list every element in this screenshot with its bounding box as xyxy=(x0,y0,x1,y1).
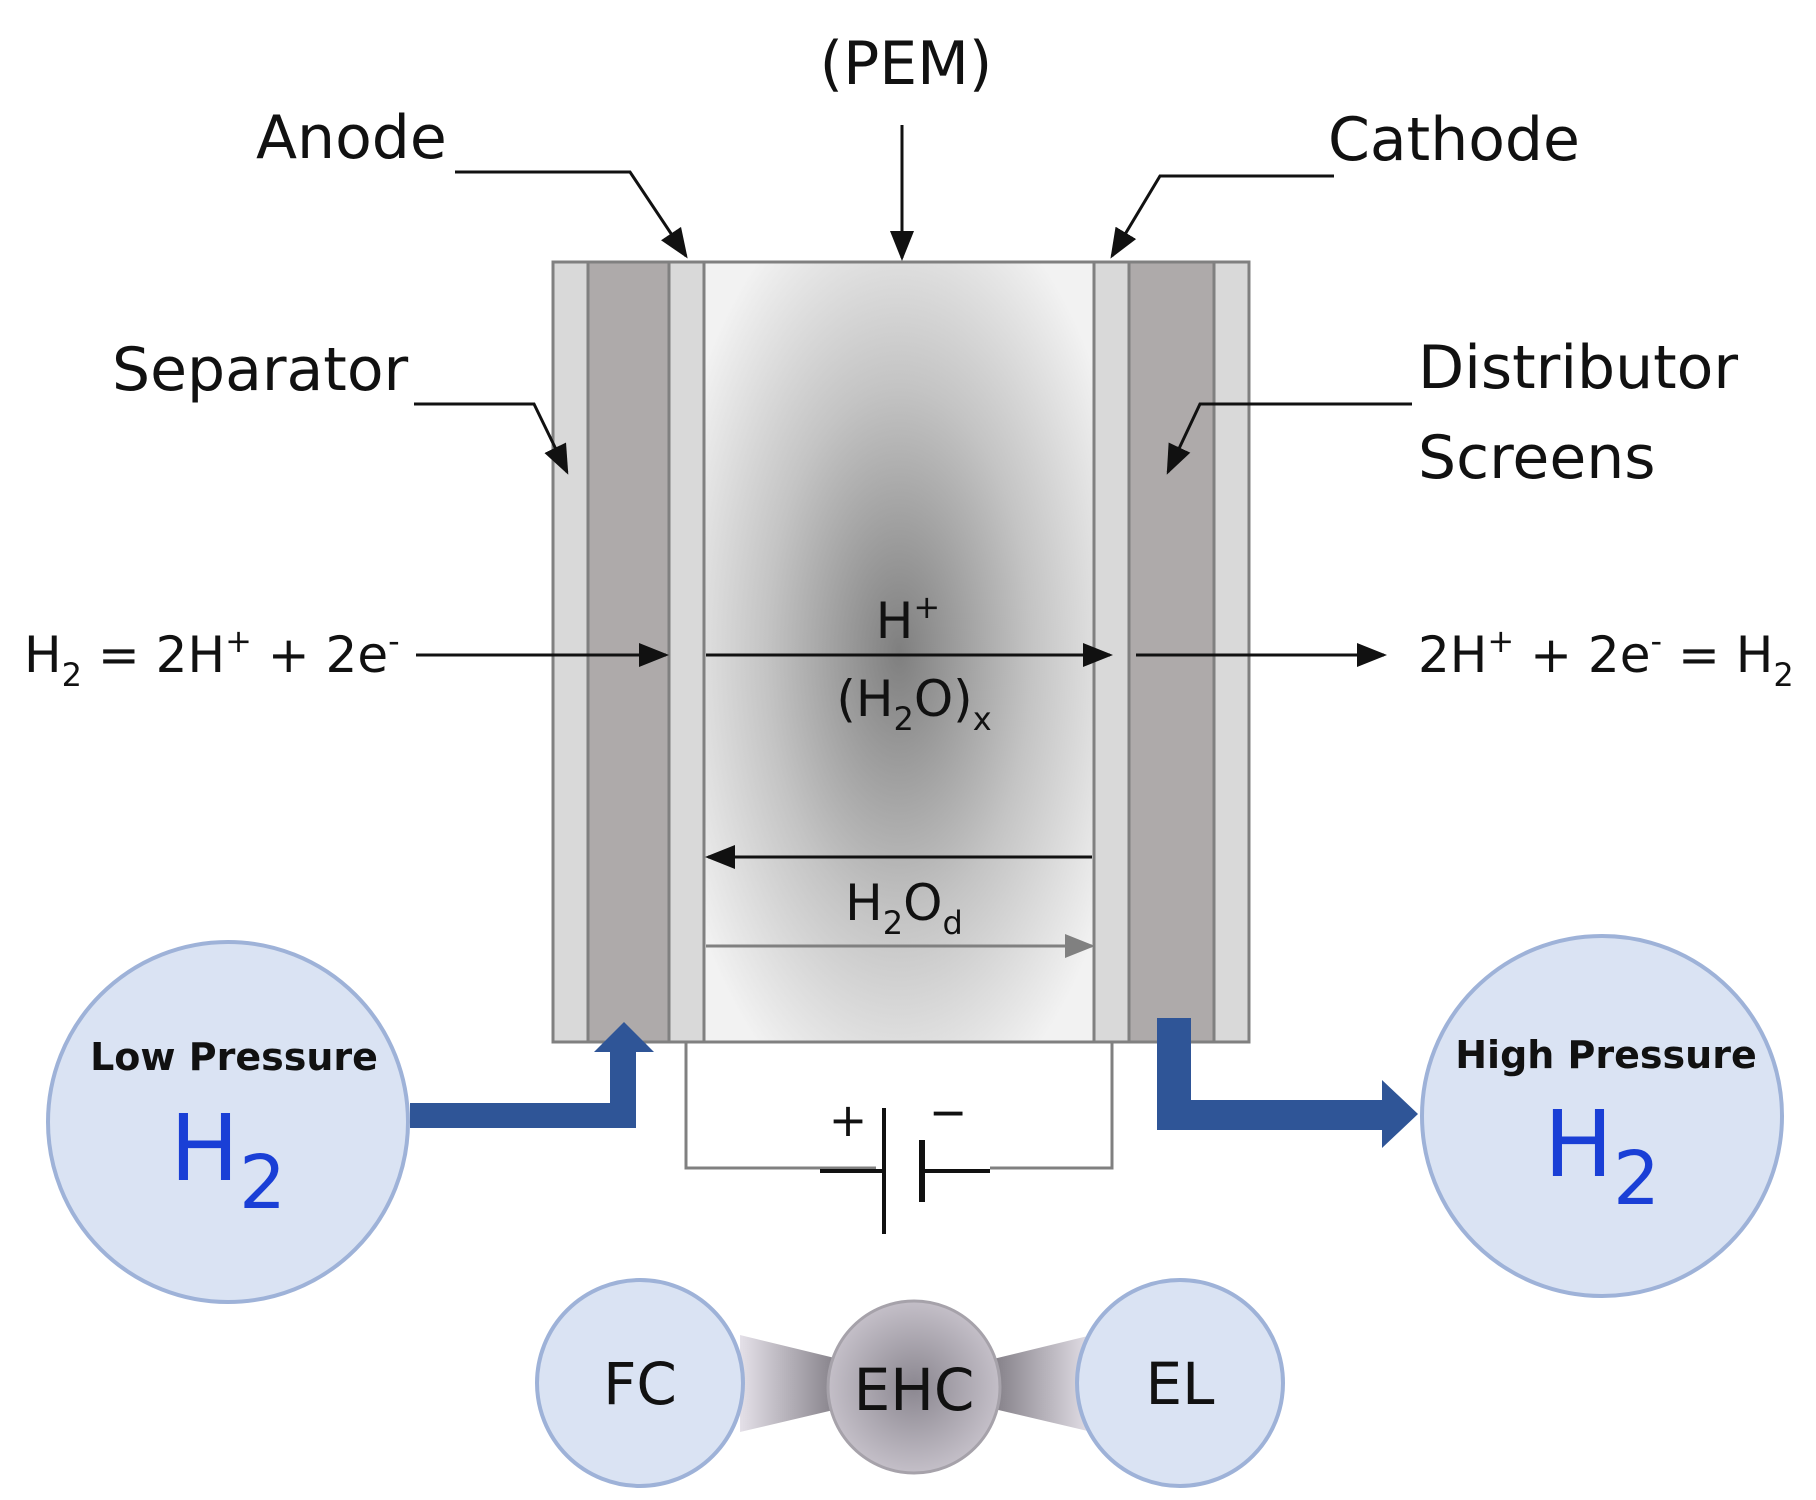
proton-label: H+ xyxy=(876,588,940,650)
fc-node xyxy=(535,1278,745,1488)
outlet-flow-arrow xyxy=(1157,1018,1418,1148)
distributor-screen-left xyxy=(586,260,671,1044)
circuit-wire-right xyxy=(990,1042,1114,1170)
inlet-flow-arrow xyxy=(410,1022,654,1128)
low-pressure-gas: H2 xyxy=(170,1095,286,1226)
ehc-label: EHC xyxy=(854,1356,975,1424)
electro-osmotic-drag-label: H2Od xyxy=(845,874,963,942)
separator-right xyxy=(1212,260,1251,1044)
cathode-arrow xyxy=(1110,174,1334,259)
circuit-wire xyxy=(684,1042,876,1170)
anode-arrow xyxy=(455,170,688,259)
distributor-screen-right xyxy=(1127,260,1216,1044)
anode-label: Anode xyxy=(256,103,447,173)
battery-plus: + xyxy=(829,1093,868,1147)
distributor-label-line1: Distributor xyxy=(1418,333,1738,403)
high-pressure-gas: H2 xyxy=(1544,1091,1660,1222)
cathode-reaction: 2H+ + 2e- = H2 xyxy=(1418,622,1794,694)
distributor-label-line2: Screens xyxy=(1418,423,1656,493)
battery-minus: − xyxy=(929,1085,968,1139)
cathode-label: Cathode xyxy=(1328,105,1580,175)
separator-left xyxy=(551,260,590,1044)
separator-label: Separator xyxy=(112,335,409,405)
separator-arrow xyxy=(414,402,569,475)
pem-membrane xyxy=(702,260,1096,1044)
el-label: EL xyxy=(1146,1350,1215,1418)
fc-label: FC xyxy=(603,1350,677,1418)
distributor-arrow xyxy=(1166,402,1412,475)
anode-reaction: H2 = 2H+ + 2e- xyxy=(24,622,400,694)
el-node xyxy=(1075,1278,1285,1488)
power-circuit: + − xyxy=(684,1042,1114,1234)
low-pressure-bubble: Low Pressure H2 xyxy=(46,940,410,1304)
technology-relation: FC EHC EL xyxy=(535,1278,1285,1488)
anode-layer xyxy=(667,260,706,1044)
high-pressure-caption: High Pressure xyxy=(1455,1033,1756,1077)
low-pressure-caption: Low Pressure xyxy=(90,1035,378,1079)
pem-label: (PEM) xyxy=(820,29,993,99)
cathode-layer xyxy=(1092,260,1131,1044)
high-pressure-bubble: High Pressure H2 xyxy=(1420,934,1784,1298)
water-cluster-label: (H2O)x xyxy=(836,670,991,738)
ehc-node xyxy=(826,1299,1002,1475)
